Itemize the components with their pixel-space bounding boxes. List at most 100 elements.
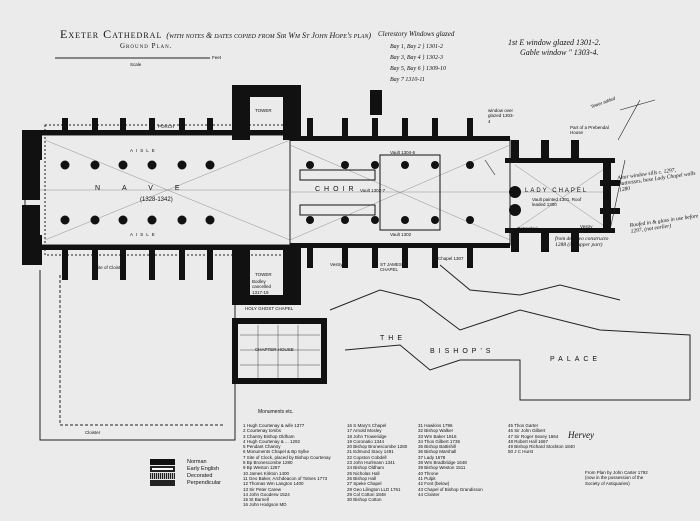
monument-entry: 28 Geo Lilington LLD 1761 bbox=[347, 486, 401, 492]
north-aisle-label: AISLE bbox=[130, 148, 158, 153]
clerestory-list: Bay 1, Bay 2 } 1301-2 Bay 3, Bay 4 } 130… bbox=[390, 42, 446, 86]
pier bbox=[466, 161, 474, 169]
monument-entry: 12 Thomas Wm Langton 1400 bbox=[243, 481, 304, 487]
monument-entry: 3 Chantry Bishop Oldham bbox=[243, 433, 295, 439]
pier bbox=[147, 215, 157, 225]
pier bbox=[62, 118, 68, 133]
palace-label: PALACE bbox=[550, 356, 602, 363]
pier bbox=[541, 140, 549, 160]
monument-entry: 36 Bishop Marshall bbox=[418, 449, 457, 455]
porch-label: PORCH bbox=[158, 124, 175, 129]
north-vault: Vault 1304-6 bbox=[390, 150, 416, 155]
pier bbox=[90, 215, 100, 225]
pier bbox=[306, 216, 314, 224]
east-window-line1: 1st E window glazed 1301-2. bbox=[508, 38, 601, 47]
pier bbox=[571, 232, 579, 252]
cloister-outline bbox=[39, 270, 236, 441]
chapter-house-label: CHAPTER HOUSE bbox=[255, 347, 294, 352]
monument-entry: 10 James Kirkton 1400 bbox=[243, 470, 290, 476]
st-james-label: ST JAMES CHAPEL bbox=[380, 262, 402, 273]
legend-swatch bbox=[150, 472, 175, 479]
legend-label: Perpendicular bbox=[187, 479, 221, 486]
monument-entry: 49 Bishop Richard Stockton 1840 bbox=[508, 444, 575, 450]
pier bbox=[401, 216, 409, 224]
south-vault: Vault 1302 bbox=[390, 232, 412, 237]
prebendal-house-note: Part of a Prebendal House bbox=[570, 125, 609, 136]
pier bbox=[177, 160, 187, 170]
pier bbox=[342, 248, 348, 268]
pier bbox=[90, 160, 100, 170]
retrochoir-label: Retrochoir bbox=[517, 226, 538, 231]
monument-entry: 22 Copston Cobdell bbox=[347, 454, 387, 460]
walls bbox=[22, 85, 620, 384]
pier bbox=[432, 118, 438, 136]
pier bbox=[341, 161, 349, 169]
monument-entry: 15 St Barnell bbox=[243, 497, 269, 503]
monument-entry: 50 J C Hurst bbox=[508, 449, 534, 455]
scale-label: Feet bbox=[212, 55, 222, 60]
monument-entry: 5 Pendant Chantry bbox=[243, 444, 281, 450]
pier bbox=[118, 215, 128, 225]
legend-item: Decorated bbox=[150, 472, 221, 479]
monument-entry: 33 Wm Baker 1816 bbox=[418, 433, 457, 439]
holy-ghost-note: Chapel 1307 bbox=[438, 256, 464, 261]
monument-entry: 34 Thos Gilbert 1735 bbox=[418, 438, 460, 444]
pier bbox=[177, 215, 187, 225]
pier bbox=[179, 118, 185, 133]
pier bbox=[118, 160, 128, 170]
monument-entry: 48 Robert Hall 1667 bbox=[508, 438, 549, 444]
monument-entry: 32 Bishop Walker bbox=[418, 428, 454, 434]
monument-entry: 4 Hugh Courtenay & ... 1292 bbox=[243, 438, 301, 444]
monument-entry: 35 Bishop Battishill bbox=[418, 444, 457, 450]
pier bbox=[431, 216, 439, 224]
monument-entry: 17 Arnold Mosley bbox=[347, 428, 382, 434]
monuments-heading: Monuments etc. bbox=[258, 409, 294, 415]
pier bbox=[179, 250, 185, 280]
title-note: (with notes & dates copied from Sir Wm S… bbox=[166, 31, 372, 40]
monument-entry: 14 John Gooderw 1524 bbox=[243, 491, 290, 497]
monument-entry: 21 Edmund Stacy 1491 bbox=[347, 449, 394, 455]
north-tower bbox=[232, 85, 250, 140]
lady-chapel-label: LADY CHAPEL bbox=[525, 188, 589, 194]
pier bbox=[571, 140, 579, 160]
legend-item: Perpendicular bbox=[150, 479, 221, 486]
clerestory-row: Bay 3, Bay 4 } 1302-3 bbox=[390, 55, 444, 61]
choir-stalls bbox=[299, 154, 441, 231]
legend-swatch bbox=[150, 458, 175, 465]
south-aisle-label: AISLE bbox=[130, 232, 158, 237]
monument-entry: 9 Bp Weston 1287 bbox=[243, 465, 280, 471]
legend-swatch bbox=[150, 479, 175, 486]
pier bbox=[372, 248, 378, 268]
monument-entry: 19 Coronatio 1344 bbox=[347, 438, 385, 444]
pier bbox=[341, 216, 349, 224]
de-novo-note: from de novo constructo 1288 (i.e. upper… bbox=[555, 236, 609, 248]
monument-entry: 47 Sir Roger Sexey 1664 bbox=[508, 433, 559, 439]
monument-entry: 24 Bishop Oldham bbox=[347, 465, 385, 471]
pier bbox=[467, 118, 473, 136]
pier bbox=[120, 250, 126, 280]
pier bbox=[371, 161, 379, 169]
pier bbox=[149, 250, 155, 280]
pier bbox=[467, 248, 473, 268]
monument-entry: 40 Throne bbox=[418, 470, 439, 476]
choir-label: CHOIR bbox=[315, 186, 358, 193]
pier bbox=[120, 118, 126, 133]
pier bbox=[541, 232, 549, 252]
pier bbox=[147, 160, 157, 170]
legend-label: Norman bbox=[187, 458, 207, 465]
pier bbox=[402, 248, 408, 268]
buttresses bbox=[62, 118, 579, 280]
monument-entry: 44 Cloister bbox=[418, 491, 440, 497]
monument-entry: 46 Sir John Gilbert bbox=[508, 428, 546, 434]
pier bbox=[307, 118, 313, 136]
the-label: THE bbox=[380, 335, 406, 342]
monument-entry: 27 Speke Chapel bbox=[347, 481, 382, 487]
nave-date: (1328-1342) bbox=[140, 197, 173, 203]
cloister-label: Cloister bbox=[85, 430, 101, 435]
chapter-house-vault bbox=[240, 325, 320, 378]
monument-entry: 38 Wm Bradbridge 1648 bbox=[418, 460, 467, 466]
annotation-pointers bbox=[484, 99, 656, 231]
